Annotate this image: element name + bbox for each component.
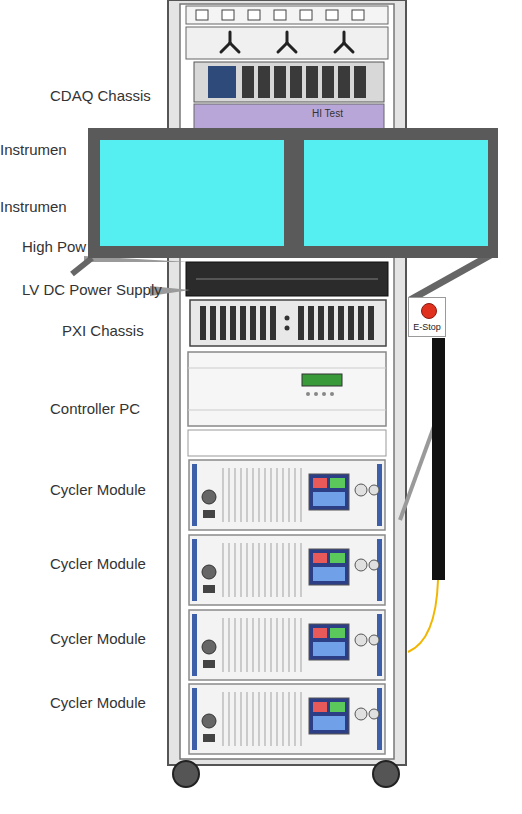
part-label: CDAQ Chassis	[50, 87, 151, 105]
part-label: Instrumen	[0, 141, 67, 159]
part-label: Cycler Module	[50, 630, 146, 648]
estop-label: E-Stop	[409, 322, 445, 332]
estop-box: E-Stop	[408, 297, 446, 337]
instrument-text: HI Test	[312, 108, 343, 119]
part-label: Cycler Module	[50, 481, 146, 499]
part-label: PXI Chassis	[62, 322, 144, 340]
part-label: High Pow	[22, 238, 86, 256]
part-label: Cycler Module	[50, 555, 146, 573]
part-label: Cycler Module	[50, 694, 146, 712]
part-label: LV DC Power Supply	[22, 281, 162, 299]
part-label: Controller PC	[50, 400, 140, 418]
part-label: Instrumen	[0, 198, 67, 216]
estop-button	[421, 303, 437, 319]
